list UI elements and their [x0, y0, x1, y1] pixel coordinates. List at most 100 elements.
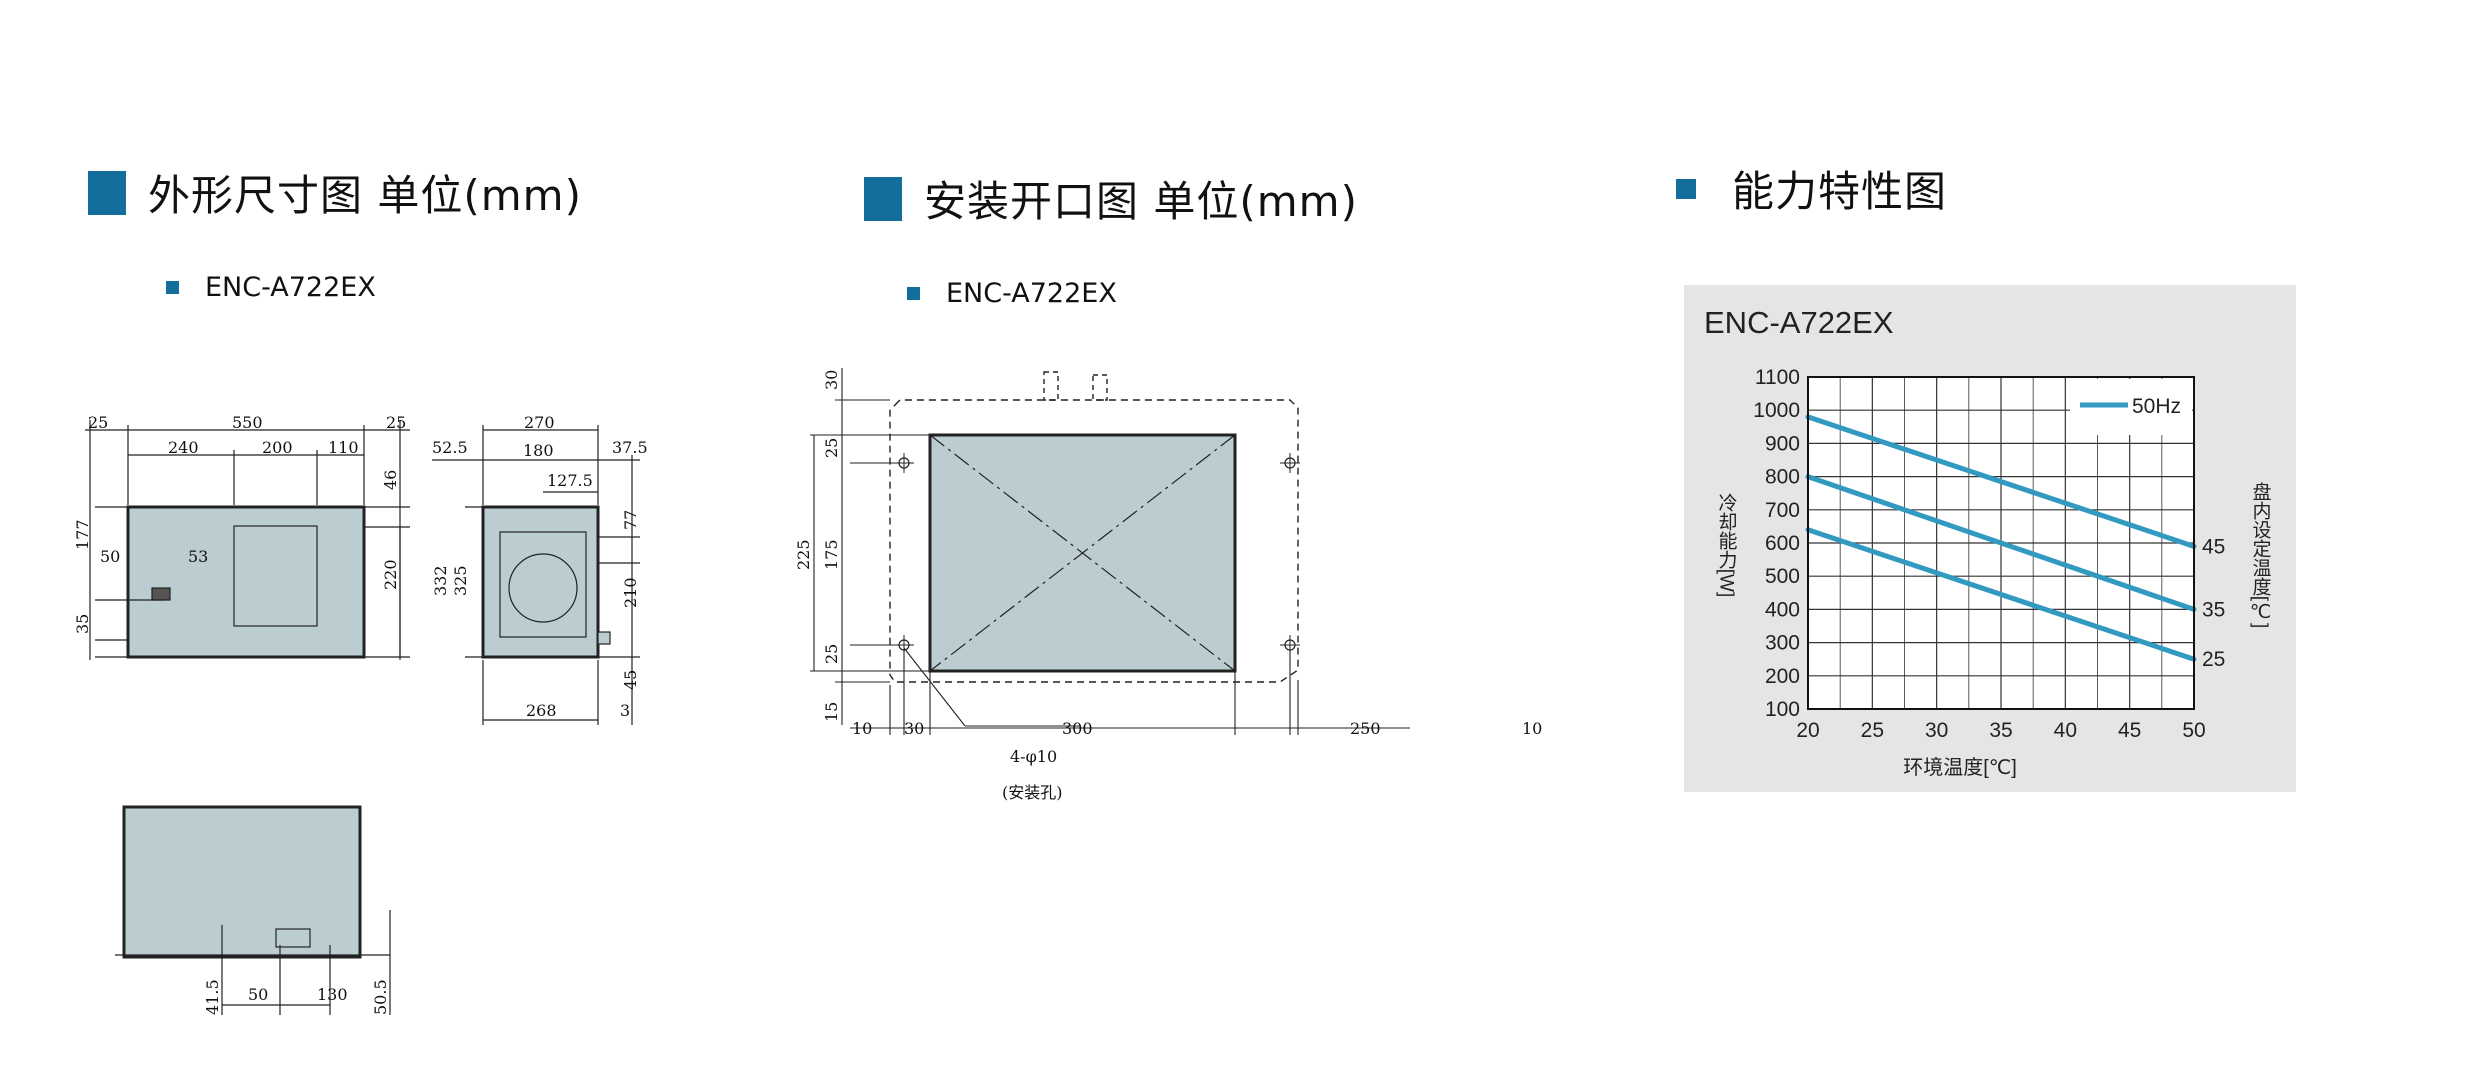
- dim-label: 220: [381, 559, 400, 590]
- dim-label: 30: [904, 719, 924, 738]
- cable-gland: [597, 631, 611, 645]
- series-line: [1805, 474, 2197, 612]
- y-tick-label: 500: [1765, 565, 1800, 588]
- outline-model-label: ENC-A722EX: [205, 272, 376, 303]
- dim-label: 210: [621, 577, 640, 608]
- dim-label: 10: [1522, 719, 1542, 738]
- series-end-label: 45: [2202, 535, 2225, 558]
- y-tick-label: 1000: [1753, 399, 1800, 422]
- y-tick-label: 700: [1765, 499, 1800, 522]
- outline-drawings: 25 550 25 240 200 110 177 50 53 35 46 22…: [73, 413, 648, 1015]
- dim-label: 177: [73, 519, 92, 550]
- x-tick-label: 20: [1796, 719, 1819, 742]
- dim-label: 550: [232, 413, 263, 432]
- pipe-outline: [1092, 374, 1108, 401]
- dim-label: 225: [794, 539, 813, 570]
- pipe-outline: [1043, 371, 1059, 401]
- x-axis-label: 环境温度[℃]: [1903, 756, 2017, 779]
- cutout-section-header: 安装开口图 单位(mm): [864, 168, 1358, 229]
- dim-label: 130: [317, 985, 348, 1004]
- bottom-view-body: [122, 805, 362, 959]
- capacity-section-title: 能力特性图: [1732, 167, 1948, 216]
- cutout-model-label: ENC-A722EX: [946, 278, 1117, 309]
- y-tick-label: 900: [1765, 432, 1800, 455]
- terminal-block: [151, 587, 171, 601]
- cutout-drawing: 30 25 225 175 25 15 10 30 300 250 10 4-φ…: [794, 368, 1542, 802]
- dim-label: 270: [524, 413, 555, 432]
- dim-label: 41.5: [203, 979, 222, 1015]
- fan-guard: [508, 553, 578, 623]
- dim-label: 240: [168, 438, 199, 457]
- hole-label: (安装孔): [1002, 783, 1063, 802]
- y-tick-label: 600: [1765, 532, 1800, 555]
- capacity-chart-panel: ENC-A722EX 20 25 30 35 40 45 50 100 200 300 400 500…: [1684, 285, 2296, 792]
- dim-label: 35: [73, 614, 92, 634]
- dim-label: 50: [248, 985, 268, 1004]
- section-marker-icon: [864, 176, 902, 221]
- dim-label: 37.5: [612, 438, 648, 457]
- dim-label: 53: [188, 547, 208, 566]
- dim-label: 268: [526, 701, 557, 720]
- dim-label: 77: [621, 510, 640, 530]
- x-tick-label: 30: [1925, 719, 1948, 742]
- dim-label: 325: [451, 565, 470, 596]
- outline-section-title: 外形尺寸图 单位(mm): [148, 171, 582, 220]
- bullet-icon: [166, 281, 179, 294]
- cutout-outline: [889, 399, 1299, 683]
- series-end-label: 25: [2202, 648, 2225, 671]
- dim-label: 25: [88, 413, 108, 432]
- dim-label: 50: [100, 547, 120, 566]
- x-tick-label: 50: [2182, 719, 2205, 742]
- hole-note: 4-φ10: [1010, 747, 1057, 766]
- capacity-chart: ENC-A722EX 20 25 30 35 40 45 50 100 200 300 400 500…: [1704, 305, 2272, 779]
- dim-label: 10: [852, 719, 872, 738]
- dim-label: 25: [822, 438, 841, 458]
- outline-model-line: ENC-A722EX: [166, 272, 376, 303]
- x-tick-label: 40: [2054, 719, 2077, 742]
- y-tick-label: 800: [1765, 466, 1800, 489]
- capacity-section-header: 能力特性图: [1676, 158, 1947, 219]
- dim-label: 52.5: [432, 438, 468, 457]
- cutout-model-line: ENC-A722EX: [907, 278, 1117, 309]
- section-marker-icon: [88, 170, 126, 215]
- plot-frame: [1807, 376, 2195, 710]
- right-axis-label: 盘内设定温度[℃]: [2250, 481, 2272, 628]
- dim-label: 332: [431, 565, 450, 596]
- dim-label: 30: [822, 370, 841, 390]
- outline-section-header: 外形尺寸图 单位(mm): [88, 162, 582, 223]
- dim-label: 25: [386, 413, 406, 432]
- dim-label: 175: [822, 539, 841, 570]
- section-marker-icon: [1676, 178, 1696, 199]
- x-tick-label: 25: [1861, 719, 1884, 742]
- dim-label: 200: [262, 438, 293, 457]
- y-tick-label: 300: [1765, 632, 1800, 655]
- series-line: [1805, 527, 2197, 662]
- bottom-connector: [275, 928, 311, 948]
- dim-label: 50.5: [371, 979, 390, 1015]
- y-axis-label: 冷却能力[W]: [1716, 492, 1738, 597]
- dim-label: 45: [621, 670, 640, 690]
- y-tick-label: 1100: [1755, 366, 1800, 389]
- y-tick-label: 400: [1765, 598, 1800, 621]
- dim-label: 25: [822, 644, 841, 664]
- y-tick-label: 200: [1765, 665, 1800, 688]
- dim-label: 127.5: [547, 471, 593, 490]
- legend-label: 50Hz: [2132, 395, 2181, 418]
- cutout-section-title: 安装开口图 单位(mm): [924, 177, 1358, 226]
- dim-label: 250: [1350, 719, 1381, 738]
- chart-title: ENC-A722EX: [1704, 305, 1894, 340]
- dim-label: 3: [620, 701, 630, 720]
- dim-label: 180: [523, 441, 554, 460]
- dim-label: 46: [381, 470, 400, 490]
- y-tick-label: 100: [1765, 698, 1800, 721]
- bullet-icon: [907, 287, 920, 300]
- tick-labels: 20 25 30 35 40 45 50 100 200 300 400 500 600 700 800 90…: [1753, 366, 2225, 742]
- x-tick-label: 35: [1989, 719, 2012, 742]
- series-line: [1805, 414, 2197, 549]
- dim-label: 15: [822, 702, 841, 722]
- front-view-panel: [233, 525, 318, 627]
- dim-label: 110: [328, 438, 359, 457]
- x-tick-label: 45: [2118, 719, 2141, 742]
- series-lines: [1805, 414, 2197, 662]
- series-end-label: 35: [2202, 598, 2225, 621]
